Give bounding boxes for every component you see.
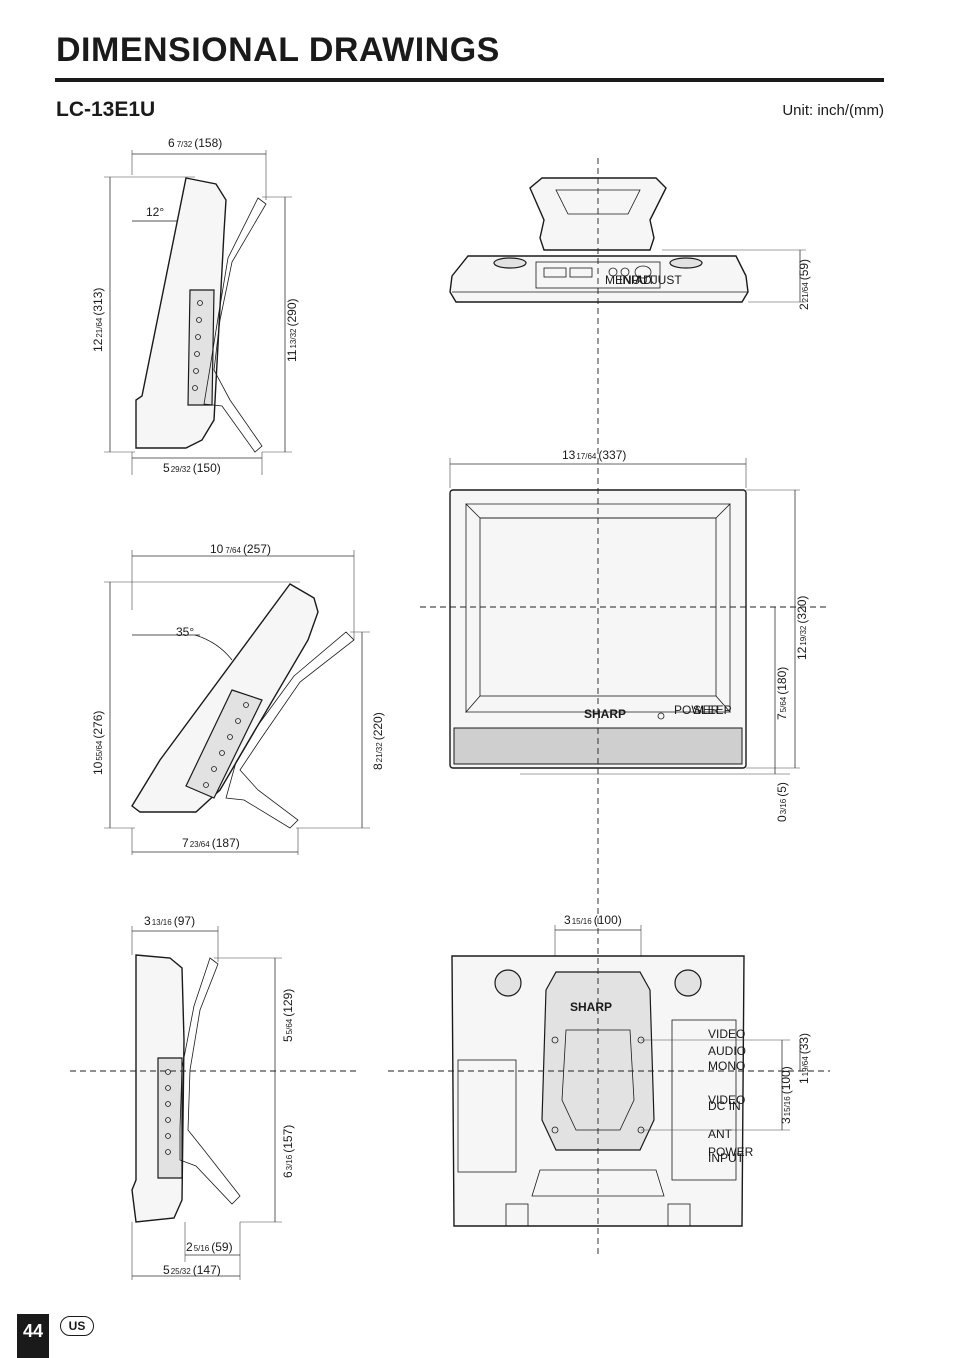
dim-hole-spacing: 315/16(100) xyxy=(564,913,622,927)
dim-height-front: 1219/32(320) xyxy=(795,596,809,660)
svg-text:MENU: MENU xyxy=(605,273,640,287)
angle-label-35: 35° xyxy=(176,625,194,639)
svg-text:MONO: MONO xyxy=(708,1059,745,1073)
region-badge: US xyxy=(60,1316,94,1336)
svg-text:POWER: POWER xyxy=(708,1145,754,1159)
front-brand: SHARP xyxy=(584,707,626,721)
svg-text:VIDEO: VIDEO xyxy=(708,1093,745,1107)
svg-text:AUDIO: AUDIO xyxy=(708,1044,746,1058)
svg-text:ADJUST: ADJUST xyxy=(635,273,682,287)
top-view: MENU INPUT ADJUST 221/64(59) xyxy=(449,177,811,310)
page-title: DIMENSIONAL DRAWINGS xyxy=(56,31,500,69)
dim-width-bottom-upright: 525/32(147) xyxy=(163,1263,221,1277)
dim-height-right-12: 1113/32(290) xyxy=(285,298,299,362)
page-number: 44 xyxy=(17,1314,49,1358)
front-view: 1317/64(337) SHARP POWER SLEEP 1219/32(3… xyxy=(420,448,830,822)
dim-hole-vertical: 315/16(100) xyxy=(779,1066,793,1124)
svg-text:POWER: POWER xyxy=(674,703,720,717)
svg-text:VIDEO: VIDEO xyxy=(708,1027,745,1041)
dim-width-bottom-12: 529/32(150) xyxy=(163,461,221,475)
dim-width-bottom-35: 723/64(187) xyxy=(182,836,240,850)
dim-height-left-35: 1055/64(276) xyxy=(91,711,105,775)
dim-height-right-35: 821/32(220) xyxy=(371,712,385,770)
rear-brand: SHARP xyxy=(570,1000,612,1014)
dim-hole-offset: 119/64(33) xyxy=(797,1033,811,1084)
dim-width-front: 1317/64(337) xyxy=(562,448,626,462)
dim-width-mid-upright: 25/16(59) xyxy=(186,1240,233,1254)
dim-foot: 03/16(5) xyxy=(775,782,789,822)
dim-center-height: 75/64(180) xyxy=(775,667,789,720)
unit-label: Unit: inch/(mm) xyxy=(782,102,884,119)
svg-text:INPUT: INPUT xyxy=(619,273,656,287)
model-name: LC-13E1U xyxy=(56,98,156,121)
dim-height-lower-upright: 63/16(157) xyxy=(281,1125,295,1178)
side-view-upright: 313/16(97) 55/64(129) 63/16(157) 25/16(5… xyxy=(70,914,356,1280)
svg-text:SLEEP: SLEEP xyxy=(693,703,732,717)
dim-height-upper-upright: 55/64(129) xyxy=(281,989,295,1042)
angle-label-12: 12° xyxy=(146,205,164,219)
svg-text:DC IN: DC IN xyxy=(708,1099,741,1113)
svg-text:INPUT: INPUT xyxy=(708,1151,745,1165)
svg-text:ANT: ANT xyxy=(708,1127,733,1141)
dim-depth-top: 221/64(59) xyxy=(797,259,811,310)
title-rule xyxy=(55,78,884,82)
dim-height-left-12: 1221/64(313) xyxy=(91,288,105,352)
dim-width-top-upright: 313/16(97) xyxy=(144,914,195,928)
rear-view: 315/16(100) SHARP VIDEO AUDIO MONO VIDEO… xyxy=(388,913,830,1227)
